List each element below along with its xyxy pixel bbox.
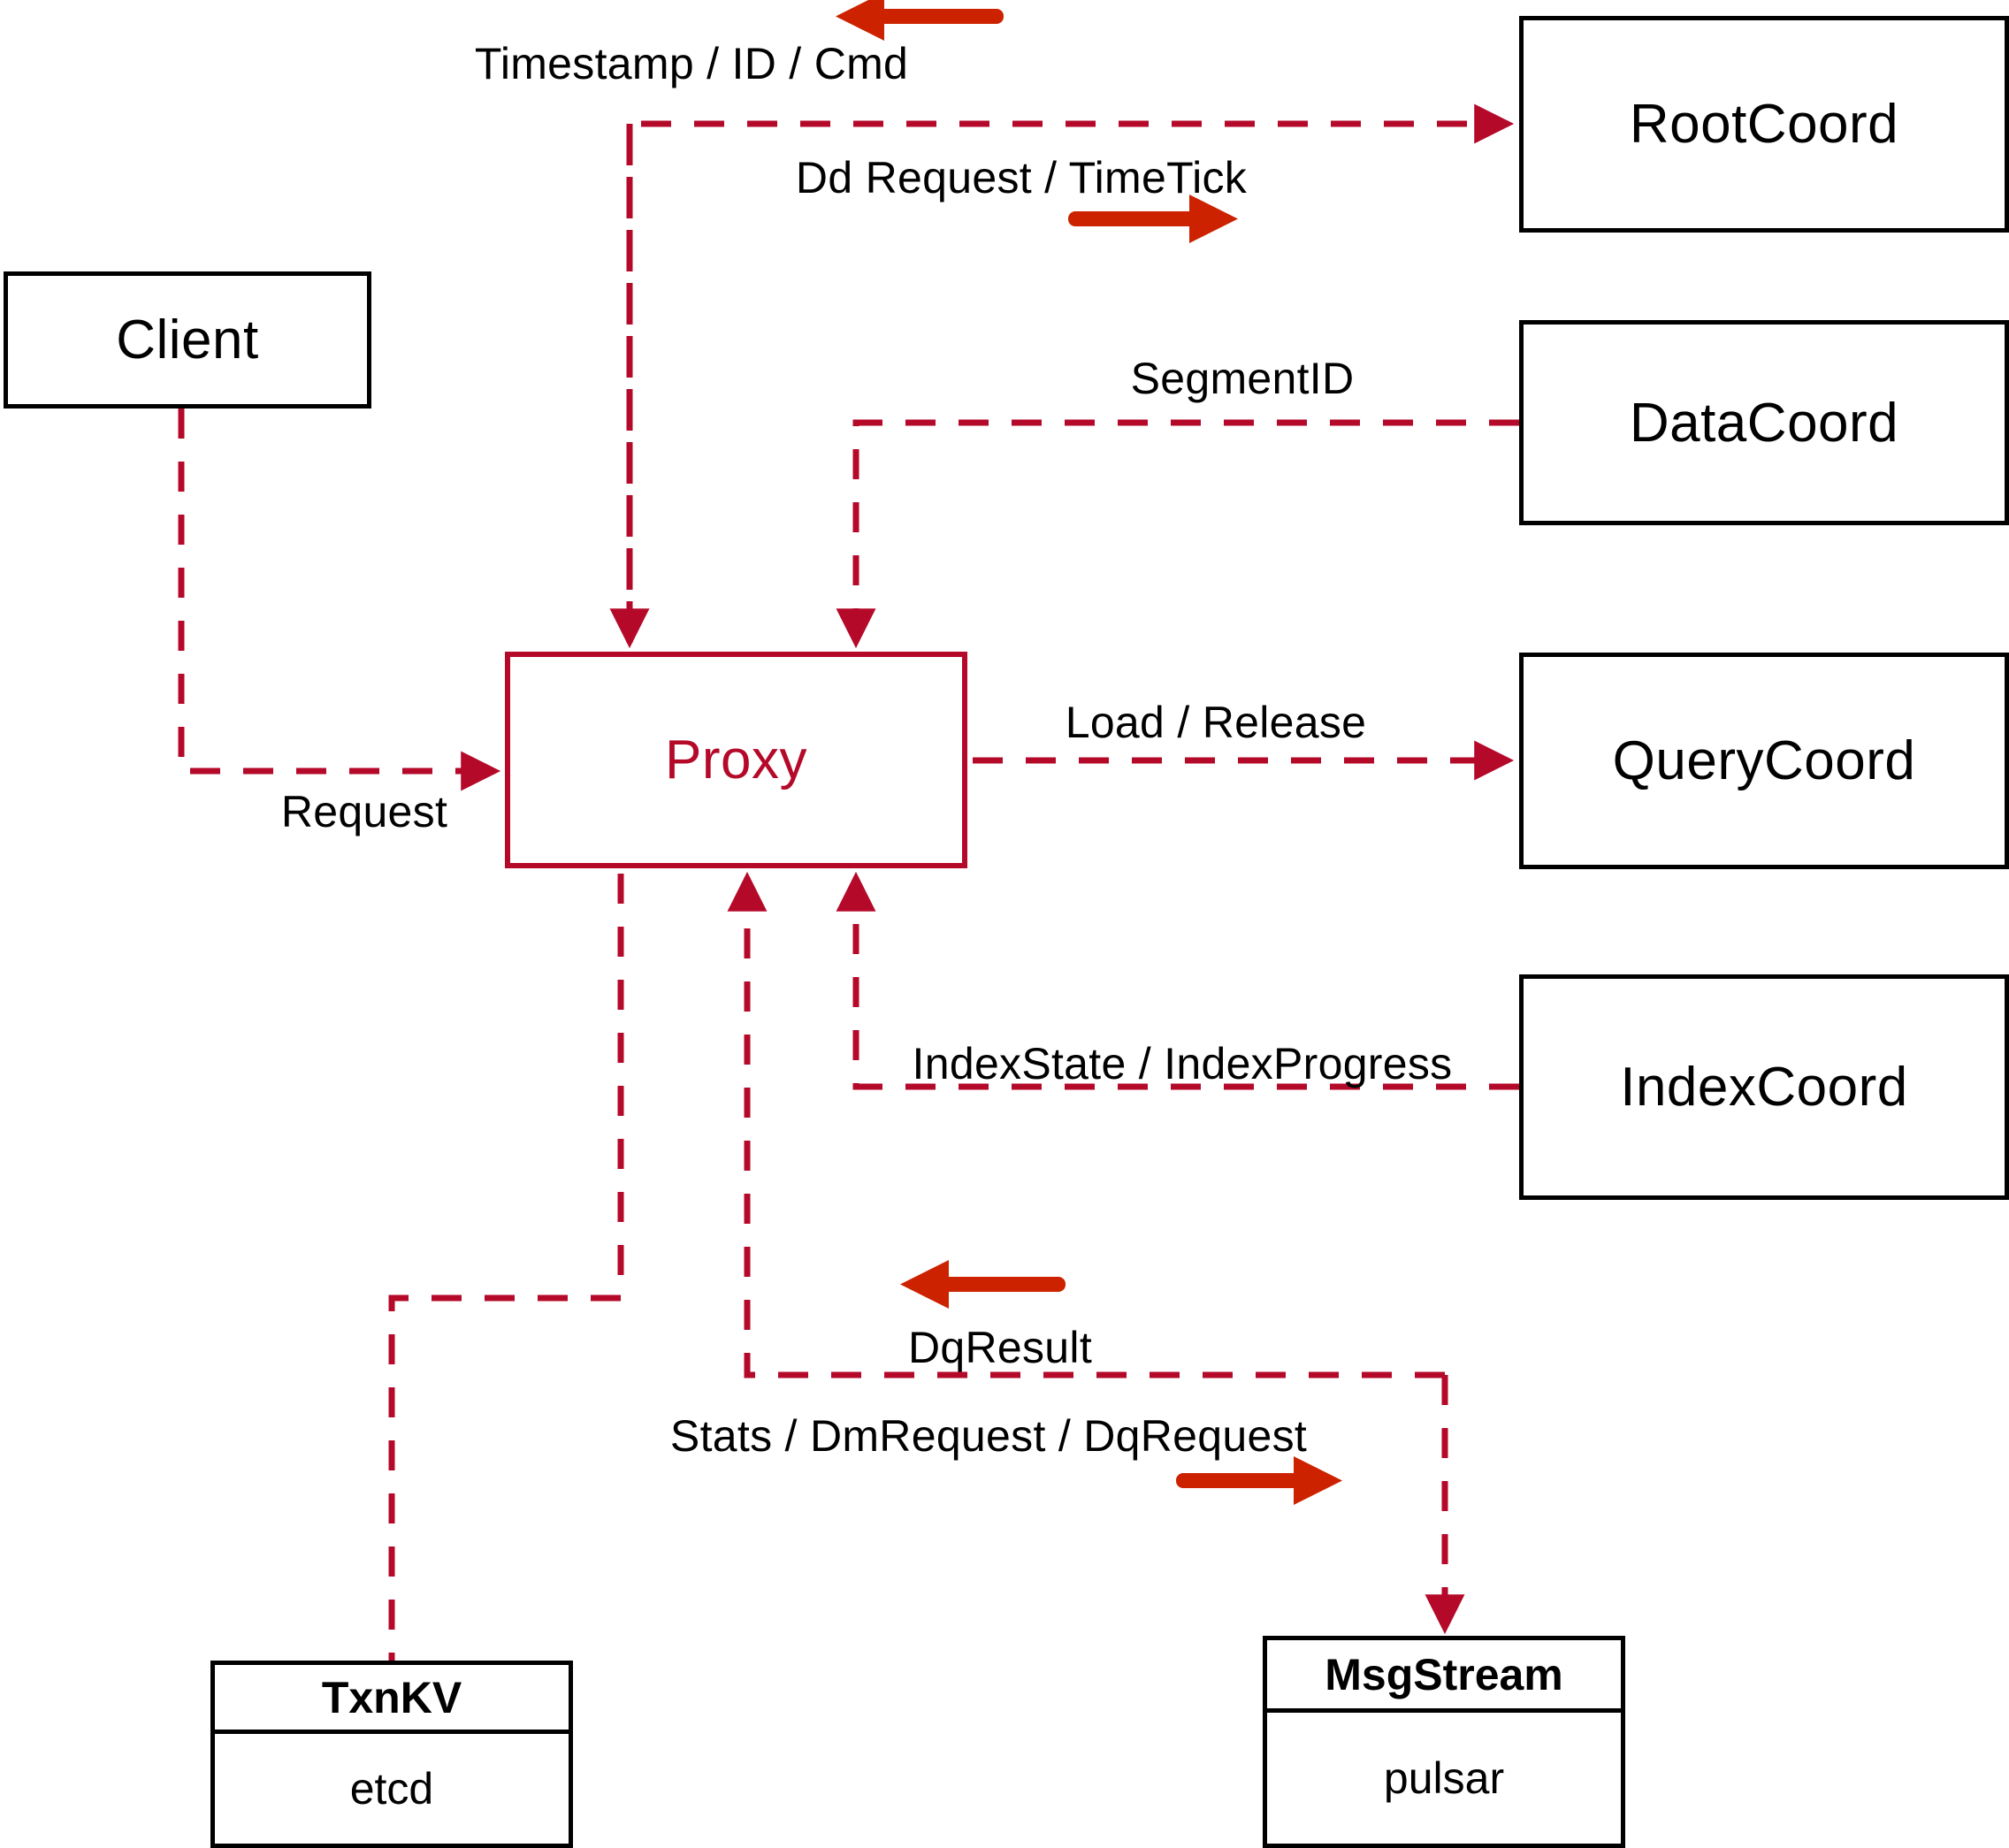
node-client[interactable]: Client [4,271,371,409]
node-txnkv-title: TxnKV [215,1665,569,1734]
edge-label-segment-id: SegmentID [1130,354,1355,403]
edge-indexcoord-to-proxy [836,871,1519,1090]
node-querycoord-label: QueryCoord [1612,730,1916,791]
node-txnkv[interactable]: TxnKV etcd [210,1661,573,1848]
node-client-label: Client [116,309,259,370]
edge-datacoord-to-proxy [836,419,1519,649]
node-msgstream-title-label: MsgStream [1325,1649,1563,1699]
edge-label-load-release: Load / Release [1065,698,1367,747]
arrow-ddrequest-right [1068,195,1238,243]
node-rootcoord[interactable]: RootCoord [1519,16,2009,233]
node-indexcoord[interactable]: IndexCoord [1519,974,2009,1200]
node-msgstream[interactable]: MsgStream pulsar [1263,1636,1625,1848]
node-proxy-label: Proxy [665,729,807,790]
edge-client-to-proxy [178,409,501,791]
arrow-dqresult-left [900,1260,1066,1309]
node-txnkv-impl: etcd [215,1734,569,1844]
solid-direction-arrows [836,0,1342,1505]
node-msgstream-title: MsgStream [1267,1640,1621,1713]
node-msgstream-impl: pulsar [1267,1713,1621,1844]
node-txnkv-impl-label: etcd [349,1764,434,1814]
arrow-timestamp-left [836,0,1004,41]
node-datacoord-label: DataCoord [1629,392,1899,454]
arrow-dqrequest-right [1176,1456,1342,1505]
edge-label-request: Request [280,787,448,836]
node-indexcoord-label: IndexCoord [1620,1057,1908,1118]
node-querycoord[interactable]: QueryCoord [1519,653,2009,869]
edge-label-index-state: IndexState / IndexProgress [912,1039,1453,1088]
node-proxy[interactable]: Proxy [505,652,967,868]
node-msgstream-impl-label: pulsar [1383,1753,1505,1803]
edge-label-stats-dm-dq: Stats / DmRequest / DqRequest [669,1411,1308,1461]
edge-label-timestamp-id-cmd: Timestamp / ID / Cmd [474,39,909,88]
edge-msgstream-to-proxy [727,871,1445,1378]
edge-label-dd-request: Dd Request / TimeTick [795,153,1248,202]
node-datacoord[interactable]: DataCoord [1519,320,2009,525]
node-txnkv-title-label: TxnKV [321,1672,462,1722]
node-rootcoord-label: RootCoord [1629,94,1899,155]
edge-label-dq-result: DqResult [907,1323,1093,1372]
edge-proxy-to-txnkv [388,874,624,1661]
